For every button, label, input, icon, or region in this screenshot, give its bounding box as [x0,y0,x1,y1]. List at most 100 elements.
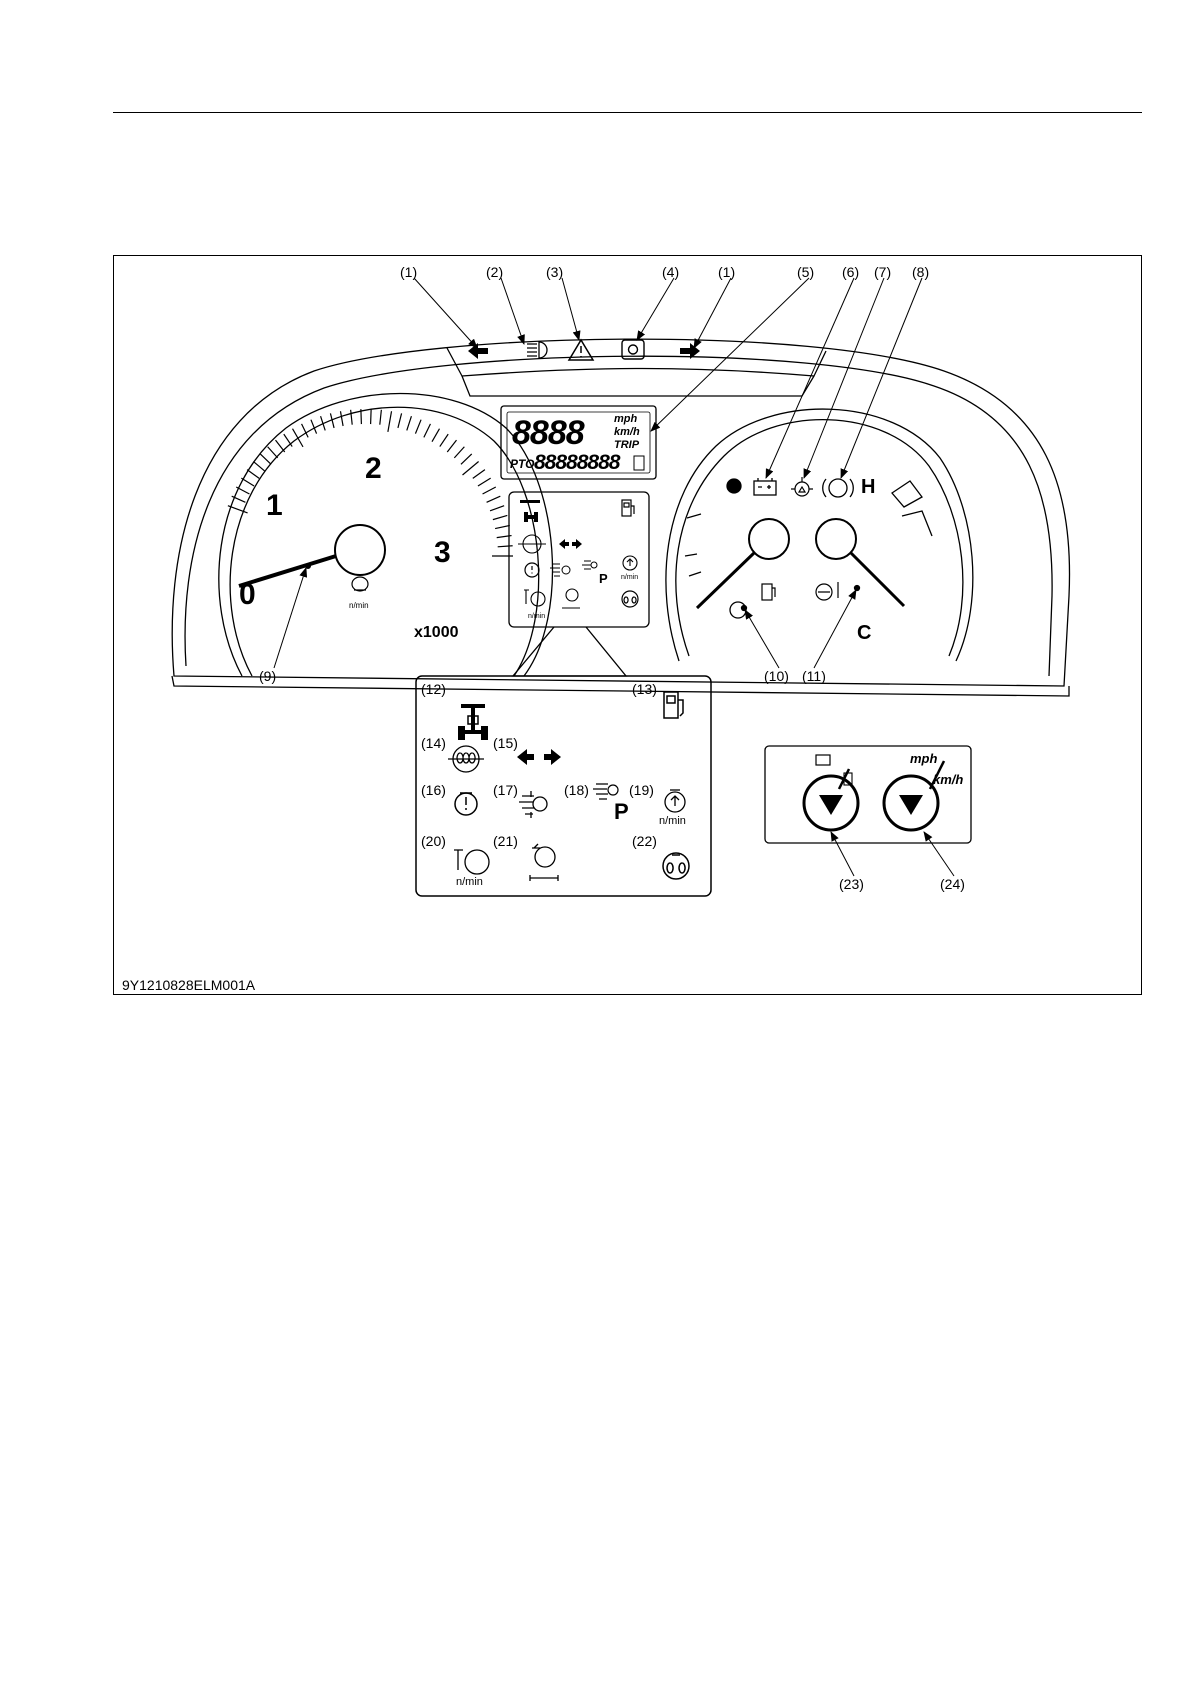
callout-12: (12) [421,681,446,697]
lcd-bottom-digits: 88888888 [534,451,619,475]
parked-regeneration-p-label: P [614,799,629,825]
lcd-trip-label: TRIP [614,439,639,451]
callout-18: (18) [564,782,589,798]
tach-tick [253,462,264,472]
tach-tick [398,413,402,428]
callout-2: (2) [486,264,503,280]
mini-glow-plug-icon [622,591,638,607]
callout-24: (24) [940,876,965,892]
tach-tick [293,429,304,447]
lcd-pto-label: PTO [510,457,534,471]
tach-tick [247,470,259,479]
tach-tick [487,496,501,502]
mini-parked-regeneration-icon [582,561,597,569]
callout-10: (10) [764,668,789,684]
mini-arrows-icon [559,539,582,549]
temp-hot-label: H [861,476,875,499]
engine-rpm-set-icon [454,850,489,874]
tach-tick [440,434,448,446]
warning-lamp-panel [509,492,649,676]
tach-tick [268,447,278,458]
tach-tick [463,462,479,475]
tach-numeral-1: 1 [266,489,283,523]
tach-tick [483,487,496,494]
callout-22: (22) [632,833,657,849]
tach-tick [340,411,343,426]
oil-pressure-icon [791,477,813,496]
callout-16: (16) [421,782,446,798]
tach-tick [407,416,412,430]
tach-tick [473,470,485,479]
mini-dpf-icon [518,535,546,553]
callout-11: (11) [802,668,826,684]
header-rule [113,112,1142,113]
lcd-top-digits: 8888 [512,414,584,453]
battery-charge-icon [754,478,776,495]
tach-tick [432,429,440,442]
tach-tick [380,410,382,425]
lcd-mph-label: mph [614,413,637,425]
fuel-gauge-icon [762,584,775,600]
callout-3: (3) [546,264,563,280]
cluster-housing [172,339,1070,696]
callout-17: (17) [493,782,518,798]
mph-button-label: mph [910,751,937,766]
callout-15: (15) [493,735,518,751]
dpf-regeneration-icon [519,791,547,818]
callout-14: (14) [421,735,446,751]
parking-brake-icon [823,479,854,497]
tach-tick [284,434,292,446]
tach-tick [478,478,491,486]
engine-rpm-up-icon [665,790,685,812]
callout-5: (5) [797,264,814,280]
tach-tick [490,506,504,511]
tach-tick [371,409,372,424]
instrument-panel-drawing [114,256,1142,995]
tach-tick [495,525,510,528]
tachometer [219,394,553,677]
temp-cold-label: C [857,622,871,645]
tach-tick [236,487,249,494]
tach-tick [351,410,353,425]
mini-p-label: P [599,571,608,586]
glow-plug-icon [663,853,689,879]
tach-unit: n/min [349,601,369,610]
callout-20: (20) [421,833,446,849]
callout-1-left: (1) [400,264,417,280]
figure-frame: (1) (2) (3) (4) (1) (5) (6) (7) (8) (9) … [113,255,1142,995]
tach-tick [461,454,472,464]
engine-rpm-up-unit: n/min [659,815,686,827]
lcd-kmh-label: km/h [614,426,640,438]
callout-21: (21) [493,833,518,849]
callout-13: (13) [632,681,657,697]
four-wheel-drive-icon [458,704,488,740]
callout-8: (8) [912,264,929,280]
callout-7: (7) [874,264,891,280]
switch-panel [765,746,971,843]
callout-6: (6) [842,264,859,280]
callout-23: (23) [839,876,864,892]
parked-regeneration-icon [593,784,618,799]
mini-engine-rpm-icon [524,590,545,606]
tach-tick [361,409,362,424]
tach-tick [415,420,421,434]
callout-1-right: (1) [718,264,735,280]
tach-numeral-3: 3 [434,536,451,570]
display-select-button[interactable] [804,755,858,830]
tach-tick [241,478,254,486]
mini-unit-b: n/min [528,613,545,620]
tach-tick [260,454,271,464]
tach-numeral-0: 0 [239,578,256,612]
fuel-temp-gauges [666,409,973,661]
mini-engine-warning-icon [525,563,539,577]
callout-9: (9) [259,668,276,684]
headlight-icon [527,342,547,358]
tach-multiplier: x1000 [414,624,459,642]
tach-tick [498,546,513,547]
tach-tick [447,440,456,452]
tach-tick [275,440,284,452]
mini-inhibit-icon [562,589,580,608]
figure-code: 9Y1210828ELM001A [122,977,255,993]
kmh-button-label: km/h [933,772,963,787]
tach-numeral-2: 2 [365,452,382,486]
